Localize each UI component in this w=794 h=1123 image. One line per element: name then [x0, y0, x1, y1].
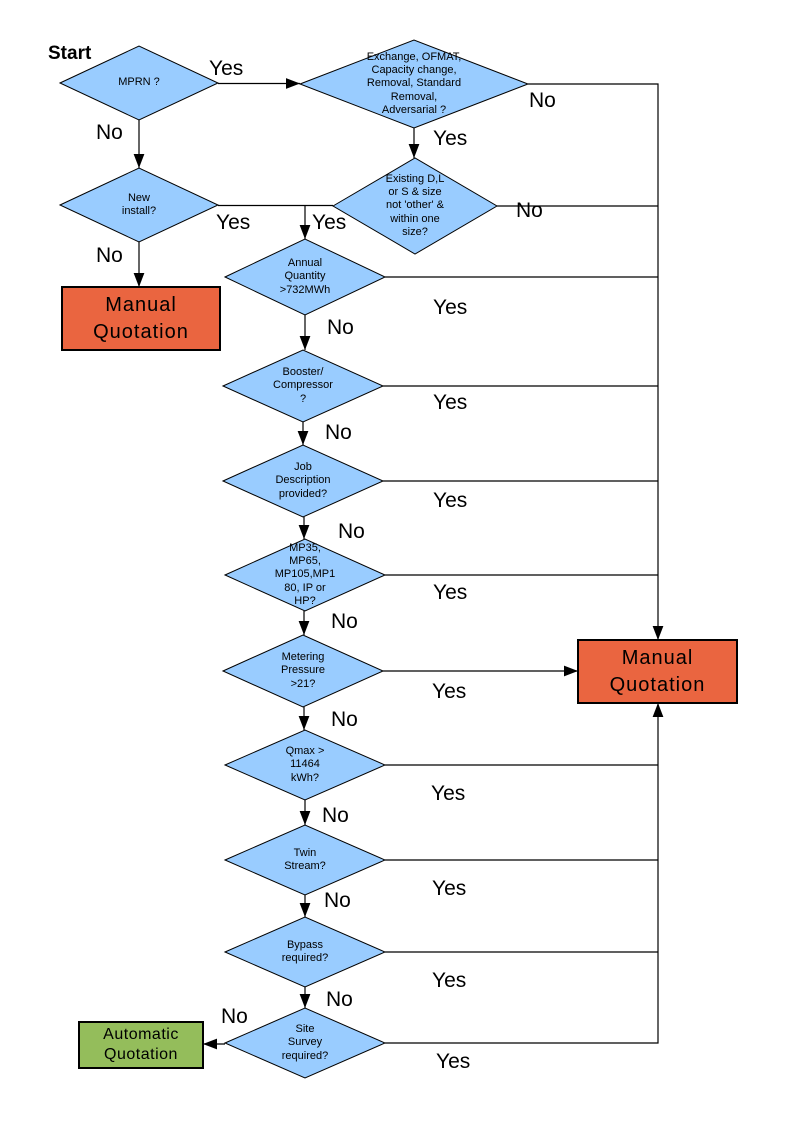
metering-pressure-diamond-shape [221, 634, 385, 708]
start-label: Start [48, 43, 92, 64]
new-install-diamond-shape [58, 167, 220, 243]
edge-metering-yes-label: Yes [432, 680, 467, 703]
edge-annual-no-label: No [327, 316, 354, 339]
edge-new-install-yes-label: Yes [216, 211, 251, 234]
edge-mprn-yes-label: Yes [209, 57, 244, 80]
edge-existing-no-label: No [516, 199, 543, 222]
existing-diamond-shape [332, 157, 498, 255]
edge-site-survey-no-label: No [221, 1005, 248, 1028]
edge-exchange-no-label: No [529, 89, 556, 112]
exchange-diamond-shape [298, 39, 530, 129]
edge-booster-yes-label: Yes [433, 391, 468, 414]
manual-quotation-right-label: Manual Quotation [609, 646, 706, 696]
edge-mp35-yes-label: Yes [433, 581, 468, 604]
annual-quantity-diamond-shape [223, 238, 387, 316]
mp35-diamond-shape [223, 538, 387, 612]
decision-existing-label: Existing D,L or S & size not 'other' & w… [385, 173, 445, 238]
edge-bypass-yes-label: Yes [432, 969, 467, 992]
edge-existing-yes-label: Yes [312, 211, 347, 234]
job-description-diamond-shape [221, 444, 385, 518]
edge-twin-yes-label: Yes [432, 877, 467, 900]
automatic-quotation-box-shape [78, 1021, 204, 1069]
automatic-quotation-label: Automatic Quotation [103, 1026, 179, 1063]
booster-diamond-shape [221, 349, 385, 423]
edge-new-install-no-label: No [96, 244, 123, 267]
edge-metering-no-label: No [331, 708, 358, 731]
edge-mprn-no-label: No [96, 121, 123, 144]
edge-bypass-no-label: No [326, 988, 353, 1011]
edge-qmax-yes-label: Yes [431, 782, 466, 805]
decision-exchange-label: Exchange, OFMAT, Capacity change, Remova… [366, 51, 462, 116]
decision-bypass-label: Bypass required? [281, 938, 329, 964]
mprn-diamond-shape [58, 45, 220, 121]
edge-mp35-no-label: No [331, 610, 358, 633]
qmax-diamond-shape [223, 729, 387, 801]
decision-mprn-label: MPRN ? [118, 76, 160, 89]
manual-quotation-left-label: Manual Quotation [93, 293, 189, 343]
manual-quotation-left-box-shape [61, 286, 221, 351]
site-survey-diamond-shape [223, 1007, 387, 1079]
edge-exchange-yes-label: Yes [433, 127, 468, 150]
edge-booster-no-label: No [325, 421, 352, 444]
decision-job-description-label: Job Description provided? [275, 461, 331, 500]
edge-annual-yes-label: Yes [433, 296, 468, 319]
decision-twin-stream-label: Twin Stream? [284, 846, 326, 872]
edge-qmax-no-label: No [322, 804, 349, 827]
decision-metering-pressure-label: Metering Pressure >21? [280, 651, 326, 690]
edge-sitesurvey-yes-to-manual-line [385, 703, 664, 1044]
decision-qmax-label: Qmax > 11464 kWh? [285, 745, 325, 784]
decision-site-survey-label: Site Survey required? [281, 1023, 329, 1062]
decision-booster-label: Booster/ Compressor ? [273, 366, 333, 405]
edge-exchange-no-to-manual-line [528, 83, 664, 640]
edge-job-yes-label: Yes [433, 489, 468, 512]
edge-twin-no-label: No [324, 889, 351, 912]
bypass-diamond-shape [223, 916, 387, 988]
twin-stream-diamond-shape [223, 824, 387, 896]
decision-annual-quantity-label: Annual Quantity >732MWh [279, 257, 331, 296]
decision-new-install-label: New install? [121, 191, 157, 217]
manual-quotation-right-box-shape [577, 639, 738, 704]
edge-site-survey-yes-label: Yes [436, 1050, 471, 1073]
edge-job-no-label: No [338, 520, 365, 543]
decision-mp35-label: MP35, MP65, MP105,MP1 80, IP or HP? [274, 542, 336, 607]
